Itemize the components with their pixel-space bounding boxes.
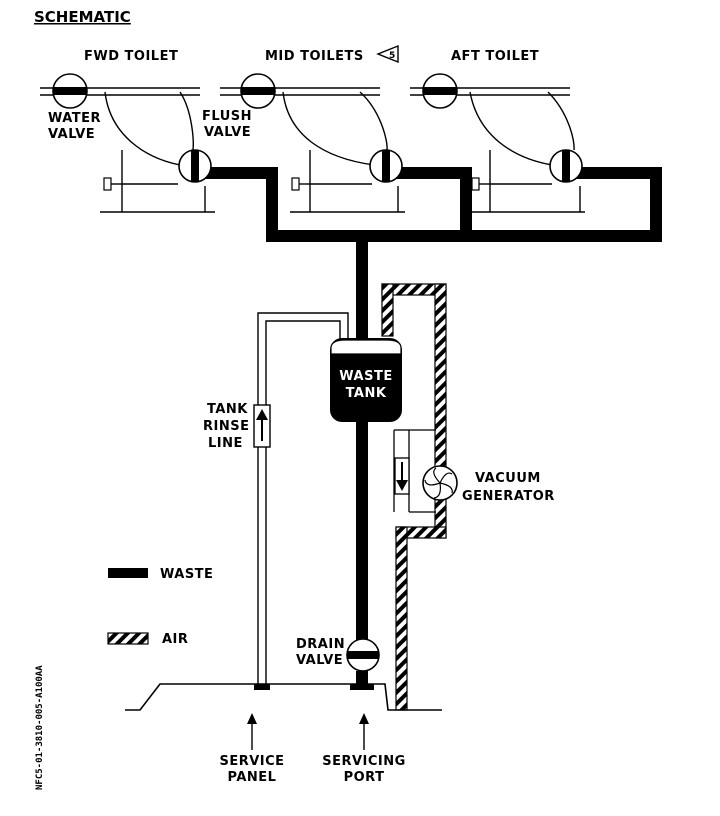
water-valve-label-2: VALVE — [48, 127, 95, 142]
water-valve-mid — [240, 73, 276, 109]
aft-toilet-title: AFT TOILET — [451, 49, 539, 64]
tank-rinse-label-1: TANK — [207, 402, 248, 417]
waste-tank: WASTE TANK — [330, 338, 402, 422]
flush-valve-aft — [549, 149, 583, 183]
servicing-port-label-1: SERVICING — [322, 754, 406, 769]
vacuum-generator-fan-icon — [422, 465, 458, 501]
waste-tank-label-2: TANK — [346, 386, 387, 401]
mid-toilets-marker: 5 — [376, 44, 399, 64]
waste-piping — [196, 167, 662, 689]
vacuum-generator-branch — [393, 429, 436, 513]
water-valve-label-1: WATER — [48, 111, 101, 126]
legend-waste-swatch — [108, 568, 148, 578]
legend-waste-label: WASTE — [160, 567, 213, 582]
tank-rinse-label-3: LINE — [208, 436, 243, 451]
drain-valve — [346, 638, 380, 672]
water-valve-aft — [422, 73, 458, 109]
drain-valve-label-1: DRAIN — [296, 637, 345, 652]
drain-valve-label-2: VALVE — [296, 653, 343, 668]
tank-rinse-line — [253, 312, 349, 686]
service-panel-arrow — [247, 713, 257, 750]
aft-toilet — [410, 87, 585, 213]
flush-valve-label-1: FLUSH — [202, 109, 252, 124]
tank-rinse-label-2: RINSE — [203, 419, 249, 434]
servicing-port-label-2: PORT — [344, 770, 385, 785]
flush-valve-mid — [369, 149, 403, 183]
mid-toilets-title: MID TOILETS — [265, 49, 364, 64]
waste-tank-label-1: WASTE — [339, 369, 392, 384]
service-panel-label-2: PANEL — [228, 770, 277, 785]
vacuum-generator-label-2: GENERATOR — [462, 489, 555, 504]
vacuum-generator-label-1: VACUUM — [475, 471, 541, 486]
mid-toilet — [220, 87, 405, 213]
svg-text:5: 5 — [389, 51, 395, 61]
page-title: SCHEMATIC — [34, 8, 131, 26]
figure-code: NFC5-01-3810-005-A100AA — [35, 665, 45, 790]
legend: WASTE AIR — [107, 567, 213, 647]
flush-valve-label-2: VALVE — [204, 125, 251, 140]
service-panel-label-1: SERVICE — [219, 754, 284, 769]
water-valve-fwd — [52, 73, 88, 109]
flush-valve-fwd — [178, 149, 212, 183]
legend-air-swatch — [107, 632, 149, 645]
fwd-toilet-title: FWD TOILET — [84, 49, 178, 64]
servicing-port-arrow — [359, 713, 369, 750]
service-panel-outline — [125, 683, 442, 711]
legend-air-label: AIR — [162, 632, 188, 647]
